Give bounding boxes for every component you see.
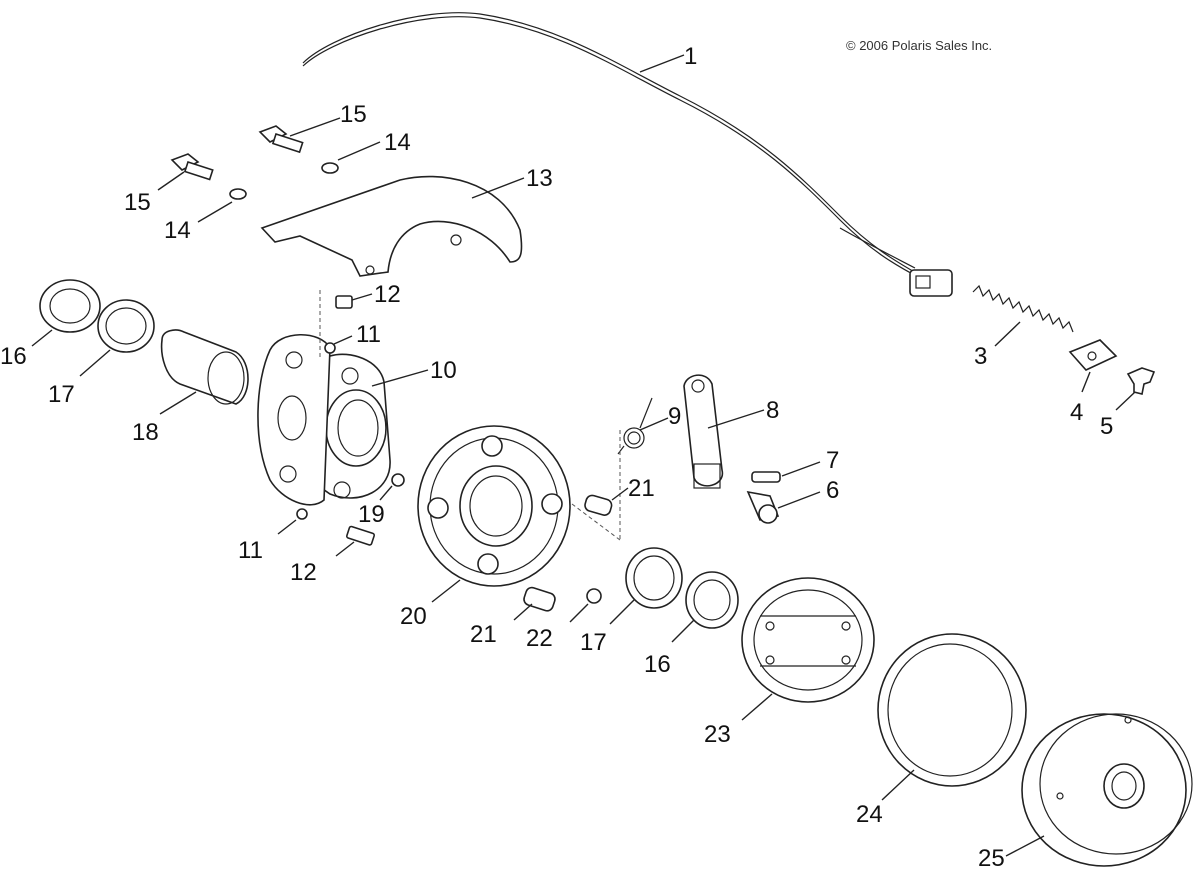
part-19-nut: [379, 473, 405, 501]
part-9-torsion-spring: [617, 397, 669, 540]
hub-plate: [257, 333, 331, 506]
callout-8: 8: [766, 397, 779, 424]
part-7-pin: [751, 461, 821, 483]
part-12-bolt-lower: [335, 525, 376, 557]
part-11-nut-upper: [324, 335, 353, 354]
callout-19: 19: [358, 501, 385, 528]
callout-6: 6: [826, 477, 839, 504]
callout-22: 22: [526, 625, 553, 652]
part-22-nut: [569, 588, 602, 623]
callout-16-left: 16: [0, 343, 27, 370]
callout-5: 5: [1100, 413, 1113, 440]
callout-1: 1: [684, 43, 697, 70]
part-14-washer-upper: [321, 141, 381, 174]
part-17-bearing-right: [609, 547, 683, 625]
callout-15-lower: 15: [124, 189, 151, 216]
part-16-seal-left: [31, 279, 101, 347]
part-17-bearing-left: [79, 299, 155, 377]
callout-21-upper: 21: [628, 475, 655, 502]
part-20-backing-plate: [417, 425, 571, 603]
callout-25: 25: [978, 845, 1005, 872]
part-1-brake-cable: [302, 12, 953, 297]
callout-9: 9: [668, 403, 681, 430]
part-12-bolt-upper: [319, 290, 373, 360]
part-11-nut-lower: [277, 508, 308, 535]
part-13-chain-guard: [260, 175, 525, 277]
callout-14-lower: 14: [164, 217, 191, 244]
callout-14-upper: 14: [384, 129, 411, 156]
copyright-notice: © 2006 Polaris Sales Inc.: [846, 38, 992, 53]
callout-12-lower: 12: [290, 559, 317, 586]
part-4-adjuster-block: [1068, 339, 1118, 393]
callout-20: 20: [400, 603, 427, 630]
callout-17-left: 17: [48, 381, 75, 408]
callout-11-upper: 11: [356, 321, 381, 348]
part-15-bolt-lower: [157, 153, 214, 191]
part-5-wing-nut: [1115, 367, 1156, 411]
callout-16-right: 16: [644, 651, 671, 678]
part-21-pin-upper: [571, 487, 629, 541]
callout-24: 24: [856, 801, 883, 828]
callout-23: 23: [704, 721, 731, 748]
part-6-adjuster-bolt: [746, 490, 821, 524]
part-21-pin-lower: [513, 586, 556, 621]
part-23-brake-shoes: [741, 577, 875, 721]
callout-13: 13: [526, 165, 553, 192]
callout-17-right: 17: [580, 629, 607, 656]
part-18-spacer-tube: [159, 329, 249, 415]
part-25-brake-drum: [1005, 713, 1193, 867]
part-16-seal-right: [671, 571, 739, 643]
callout-10: 10: [430, 357, 457, 384]
callout-11-lower: 11: [238, 537, 263, 564]
part-24-drum-ring: [877, 633, 1027, 801]
callout-12-upper: 12: [374, 281, 401, 308]
callout-15-upper: 15: [340, 101, 367, 128]
callout-18: 18: [132, 419, 159, 446]
part-3-spring: [972, 284, 1074, 347]
callout-3: 3: [974, 343, 987, 370]
part-8-brake-lever: [683, 374, 765, 489]
part-15-bolt-upper: [258, 117, 341, 154]
part-14-washer-lower: [197, 188, 247, 223]
callout-21-lower: 21: [470, 621, 497, 648]
callout-7: 7: [826, 447, 839, 474]
callout-4: 4: [1070, 399, 1083, 426]
